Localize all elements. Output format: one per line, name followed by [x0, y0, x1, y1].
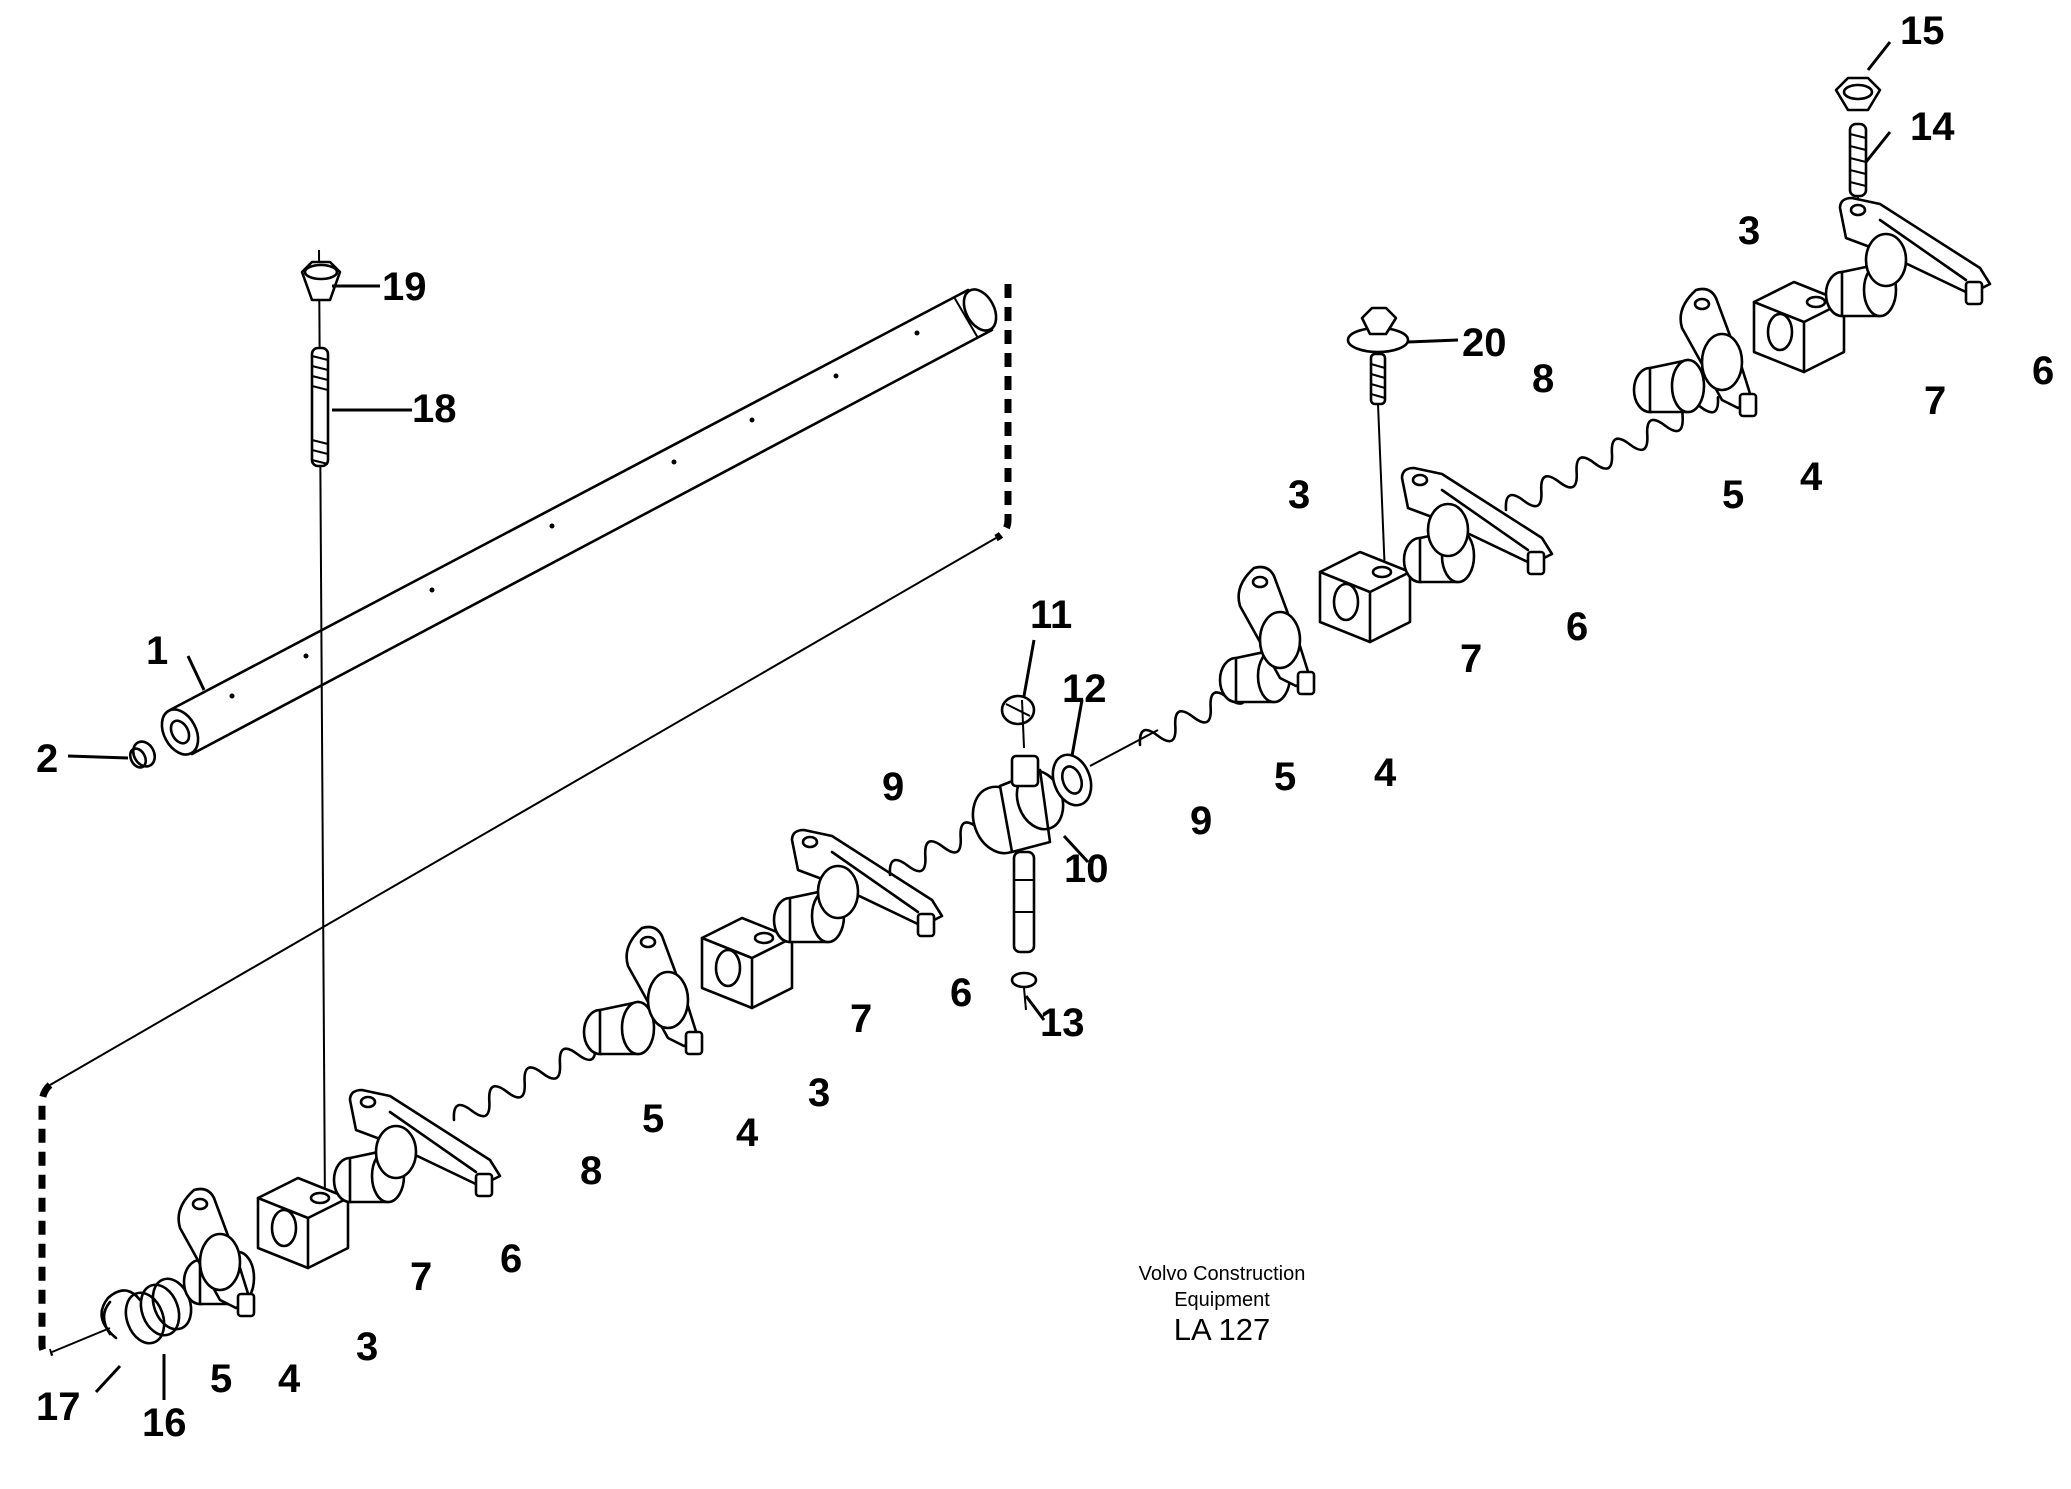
circlip-17 — [100, 1289, 142, 1340]
axis-centre — [1089, 729, 1159, 767]
callout-labels: 1 2 3 3 3 3 4 4 4 4 5 5 5 5 6 6 6 6 7 7 … — [36, 9, 2054, 1445]
callout-11: 11 — [1030, 593, 1072, 637]
callout-8: 8 — [580, 1149, 602, 1193]
nut-15 — [1834, 76, 1882, 112]
callout-3: 3 — [808, 1071, 830, 1115]
callout-16: 16 — [142, 1401, 187, 1445]
bracket-3c — [1318, 550, 1412, 644]
sealing-washer-12 — [1051, 753, 1093, 807]
callout-20: 20 — [1462, 321, 1507, 365]
callout-6: 6 — [2032, 349, 2054, 393]
callout-7: 7 — [1460, 637, 1482, 681]
callout-5: 5 — [1722, 473, 1744, 517]
callout-19: 19 — [382, 265, 427, 309]
leader-lines — [67, 41, 1892, 1400]
tee-connector-10 — [971, 754, 1065, 855]
callout-10: 10 — [1064, 847, 1109, 891]
callout-9: 9 — [1190, 799, 1212, 843]
shaft-plug — [128, 740, 157, 769]
callout-7: 7 — [850, 997, 872, 1041]
sleeve-5b — [582, 1000, 656, 1056]
callout-4: 4 — [1374, 751, 1397, 795]
bracket-3a — [256, 1176, 350, 1270]
callout-8: 8 — [1532, 357, 1554, 401]
screw-11 — [1000, 694, 1036, 749]
stud-18 — [310, 346, 330, 468]
oil-tube-13 — [1010, 850, 1038, 1011]
callout-4: 4 — [1800, 455, 1823, 499]
callout-15: 15 — [1900, 9, 1945, 53]
callout-4: 4 — [736, 1111, 759, 1155]
callout-2: 2 — [36, 737, 58, 781]
callout-6: 6 — [950, 971, 972, 1015]
callout-4: 4 — [278, 1357, 301, 1401]
callout-6: 6 — [500, 1237, 522, 1281]
callout-12: 12 — [1062, 667, 1107, 711]
callout-3: 3 — [356, 1325, 378, 1369]
brand-line-2: Equipment — [1174, 1289, 1270, 1311]
callout-5: 5 — [1274, 755, 1296, 799]
callout-1: 1 — [146, 629, 168, 673]
callout-5: 5 — [210, 1357, 232, 1401]
callout-3: 3 — [1288, 473, 1310, 517]
flange-bolt-20 — [1346, 306, 1410, 576]
callout-7: 7 — [410, 1255, 432, 1299]
callout-7: 7 — [1924, 379, 1946, 423]
sleeve-5d — [1632, 358, 1706, 414]
callout-9: 9 — [882, 765, 904, 809]
callout-13: 13 — [1040, 1001, 1085, 1045]
nut-19 — [300, 260, 342, 302]
callout-5: 5 — [642, 1097, 664, 1141]
callout-18: 18 — [412, 387, 457, 431]
callout-14: 14 — [1910, 105, 1955, 149]
brand-caption: Volvo Construction Equipment — [1092, 1261, 1352, 1313]
rocker-shaft — [160, 288, 998, 756]
brand-line-1: Volvo Construction — [1138, 1263, 1306, 1285]
assembly-bracket — [38, 284, 1012, 1357]
callout-3: 3 — [1738, 209, 1760, 253]
diagram-code: LA 127 — [1173, 1312, 1271, 1347]
spring-washer-16 — [124, 1277, 193, 1345]
callout-17: 17 — [36, 1385, 81, 1429]
callout-6: 6 — [1566, 605, 1588, 649]
